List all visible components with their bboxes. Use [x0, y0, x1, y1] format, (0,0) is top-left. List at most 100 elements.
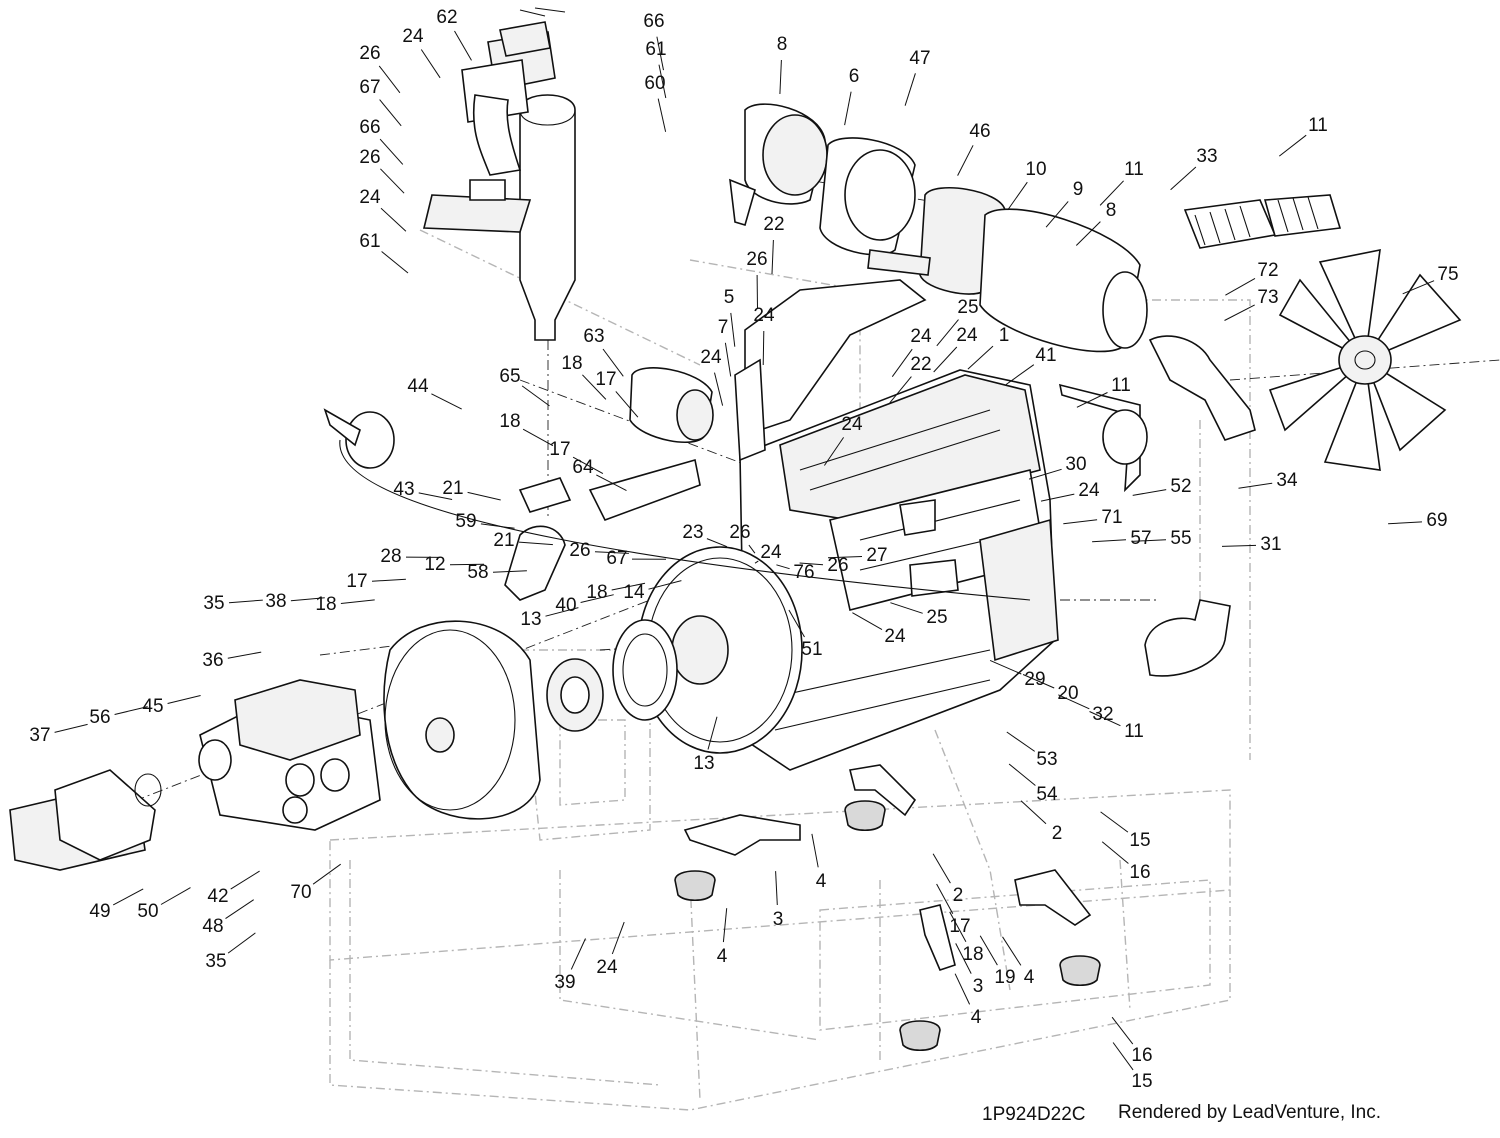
leader-line-7: [725, 343, 730, 377]
callout-label-26: 26: [729, 522, 750, 543]
callout-label-8: 8: [1106, 200, 1117, 221]
callout-label-26: 26: [359, 147, 380, 168]
callout-label-71: 71: [1101, 507, 1122, 528]
hydraulic-pump: [10, 680, 380, 870]
callout-label-61: 61: [359, 231, 380, 252]
callout-label-26: 26: [359, 43, 380, 64]
callout-label-48: 48: [202, 916, 223, 937]
callout-label-24: 24: [596, 957, 618, 978]
callout-label-63: 63: [583, 326, 604, 347]
callout-label-51: 51: [801, 639, 822, 660]
callout-label-43: 43: [393, 479, 414, 500]
callout-label-35: 35: [203, 593, 224, 614]
callout-label-2: 2: [953, 885, 964, 906]
callout-label-24: 24: [910, 326, 932, 347]
callout-label-52: 52: [1170, 476, 1191, 497]
callout-label-35: 35: [205, 951, 226, 972]
callout-label-24: 24: [760, 542, 782, 563]
callout-label-45: 45: [142, 696, 163, 717]
callout-label-14: 14: [623, 582, 645, 603]
callout-label-26: 26: [746, 249, 767, 270]
callout-label-17: 17: [595, 369, 616, 390]
callout-label-66: 66: [643, 11, 664, 32]
leader-line-22: [772, 240, 773, 274]
callout-label-37: 37: [29, 725, 50, 746]
callout-label-2: 2: [1052, 823, 1063, 844]
callout-label-11: 11: [1124, 159, 1144, 180]
callout-label-13: 13: [693, 753, 714, 774]
leader-line-69: [1388, 522, 1422, 524]
leader-line-5: [731, 313, 735, 347]
leader-line-44: [431, 394, 461, 409]
callout-label-49: 49: [89, 901, 110, 922]
callout-label-24: 24: [359, 187, 381, 208]
callout-label-69: 69: [1426, 510, 1447, 531]
callout-label-29: 29: [1024, 669, 1045, 690]
leader-line-59: [481, 524, 515, 528]
callout-label-18: 18: [962, 944, 983, 965]
callout-label-11: 11: [1111, 375, 1131, 396]
callout-label-73: 73: [1257, 287, 1278, 308]
callout-label-3: 3: [973, 976, 984, 997]
callout-label-32: 32: [1092, 704, 1113, 725]
callout-label-1: 1: [999, 325, 1010, 346]
callout-label-18: 18: [315, 594, 336, 615]
leader-line-15: [1101, 812, 1128, 832]
callout-label-16: 16: [1129, 862, 1150, 883]
callout-label-11: 11: [1308, 115, 1328, 136]
leader-line-45: [168, 696, 201, 704]
leader-line-66: [380, 139, 403, 164]
leader-line-24: [892, 349, 912, 377]
callout-label-4: 4: [717, 946, 728, 967]
callout-label-4: 4: [816, 871, 827, 892]
leader-line-36: [228, 652, 261, 658]
leader-line-21: [468, 492, 501, 500]
callout-label-11: 11: [1124, 721, 1144, 742]
callout-label-18: 18: [499, 411, 520, 432]
callout-label-24: 24: [956, 325, 978, 346]
callout-label-65: 65: [499, 366, 520, 387]
callout-label-18: 18: [561, 353, 582, 374]
callout-label-64: 64: [572, 457, 594, 478]
callout-label-23: 23: [682, 522, 703, 543]
leader-line-39: [571, 939, 585, 970]
leader-line-54: [1009, 764, 1035, 786]
callout-label-22: 22: [910, 354, 931, 375]
callout-label-25: 25: [926, 607, 947, 628]
callout-label-18: 18: [586, 582, 607, 603]
callout-label-26: 26: [827, 555, 848, 576]
callout-label-53: 53: [1036, 749, 1057, 770]
leader-line-61: [382, 252, 408, 274]
leader-line-3: [776, 871, 778, 905]
callout-label-38: 38: [265, 591, 286, 612]
leader-line-35: [228, 933, 255, 953]
callout-label-3: 3: [773, 909, 784, 930]
callout-label-31: 31: [1260, 534, 1281, 555]
leader-line-57: [1092, 540, 1126, 542]
callout-label-21: 21: [442, 478, 463, 499]
leader-line-8: [780, 60, 782, 94]
leader-line-67: [380, 100, 402, 126]
callout-label-61: 61: [645, 39, 666, 60]
leader-line-47: [905, 73, 915, 105]
leader-line-25: [937, 320, 959, 346]
leader-line-70: [313, 864, 341, 884]
callout-label-70: 70: [290, 882, 311, 903]
callout-label-8: 8: [777, 34, 788, 55]
callout-label-46: 46: [969, 121, 990, 142]
callout-label-24: 24: [753, 305, 775, 326]
leader-line-16: [1112, 1017, 1133, 1044]
callout-label-5: 5: [724, 287, 735, 308]
callout-label-7: 7: [718, 317, 729, 338]
callout-label-13: 13: [520, 609, 541, 630]
leader-line-65: [522, 386, 549, 406]
callout-label-15: 15: [1129, 830, 1150, 851]
leader-line-17: [372, 579, 406, 581]
leader-line-37: [55, 724, 88, 732]
leader-line-23: [707, 539, 727, 547]
callout-label-19: 19: [994, 967, 1015, 988]
callout-label-24: 24: [700, 347, 722, 368]
callout-label-54: 54: [1036, 784, 1058, 805]
leader-line-52: [1133, 490, 1167, 496]
leader-line-16: [1102, 842, 1128, 864]
